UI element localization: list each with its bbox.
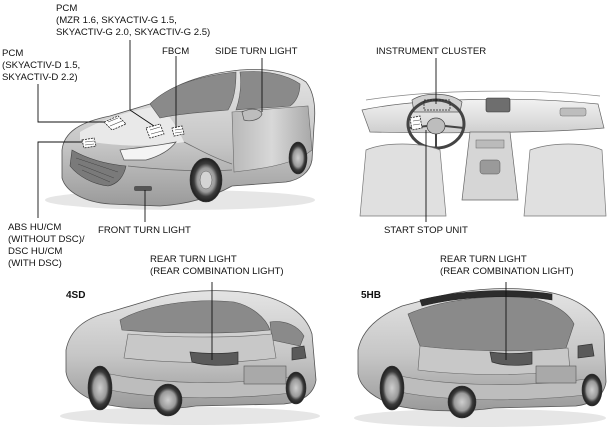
rear-sedan-illustration	[60, 290, 320, 425]
label-variant-4sd: 4SD	[66, 290, 85, 301]
label-instrument-cluster: INSTRUMENT CLUSTER	[376, 46, 486, 57]
label-start-stop-unit: START STOP UNIT	[384, 225, 468, 236]
component-marker-abs	[81, 137, 97, 149]
label-rear-turn-light-5hb: REAR TURN LIGHT (REAR COMBINATION LIGHT)	[440, 254, 574, 277]
label-side-turn-light: SIDE TURN LIGHT	[215, 46, 298, 57]
label-front-turn-light: FRONT TURN LIGHT	[98, 225, 191, 236]
label-pcm-gasoline: PCM (MZR 1.6, SKYACTIV-G 1.5, SKYACTIV-G…	[56, 3, 210, 38]
label-abs-hu-cm: ABS HU/CM (WITHOUT DSC)/ DSC HU/CM (WITH…	[8, 222, 87, 269]
leader-pcm-gasoline	[129, 40, 155, 127]
component-marker-start-stop-unit	[409, 115, 423, 131]
rear-hatchback-illustration	[354, 288, 607, 427]
component-marker-pcm	[103, 115, 127, 131]
label-variant-5hb: 5HB	[361, 290, 381, 301]
leader-pcm-diesel	[37, 84, 104, 123]
leader-lines	[37, 40, 507, 360]
labels: PCM (MZR 1.6, SKYACTIV-G 1.5, SKYACTIV-G…	[2, 3, 574, 301]
component-marker-instrument-cluster	[423, 99, 451, 111]
component-marker-fbcm	[171, 125, 185, 137]
label-pcm-diesel: PCM (SKYACTIV-D 1.5, SKYACTIV-D 2.2)	[2, 48, 83, 83]
component-marker-pcm-2	[145, 123, 165, 139]
front-car-illustration	[45, 69, 316, 210]
label-rear-turn-light-4sd: REAR TURN LIGHT (REAR COMBINATION LIGHT)	[150, 254, 284, 277]
interior-illustration	[356, 88, 610, 218]
label-fbcm: FBCM	[162, 46, 189, 57]
leader-abs	[37, 141, 82, 218]
